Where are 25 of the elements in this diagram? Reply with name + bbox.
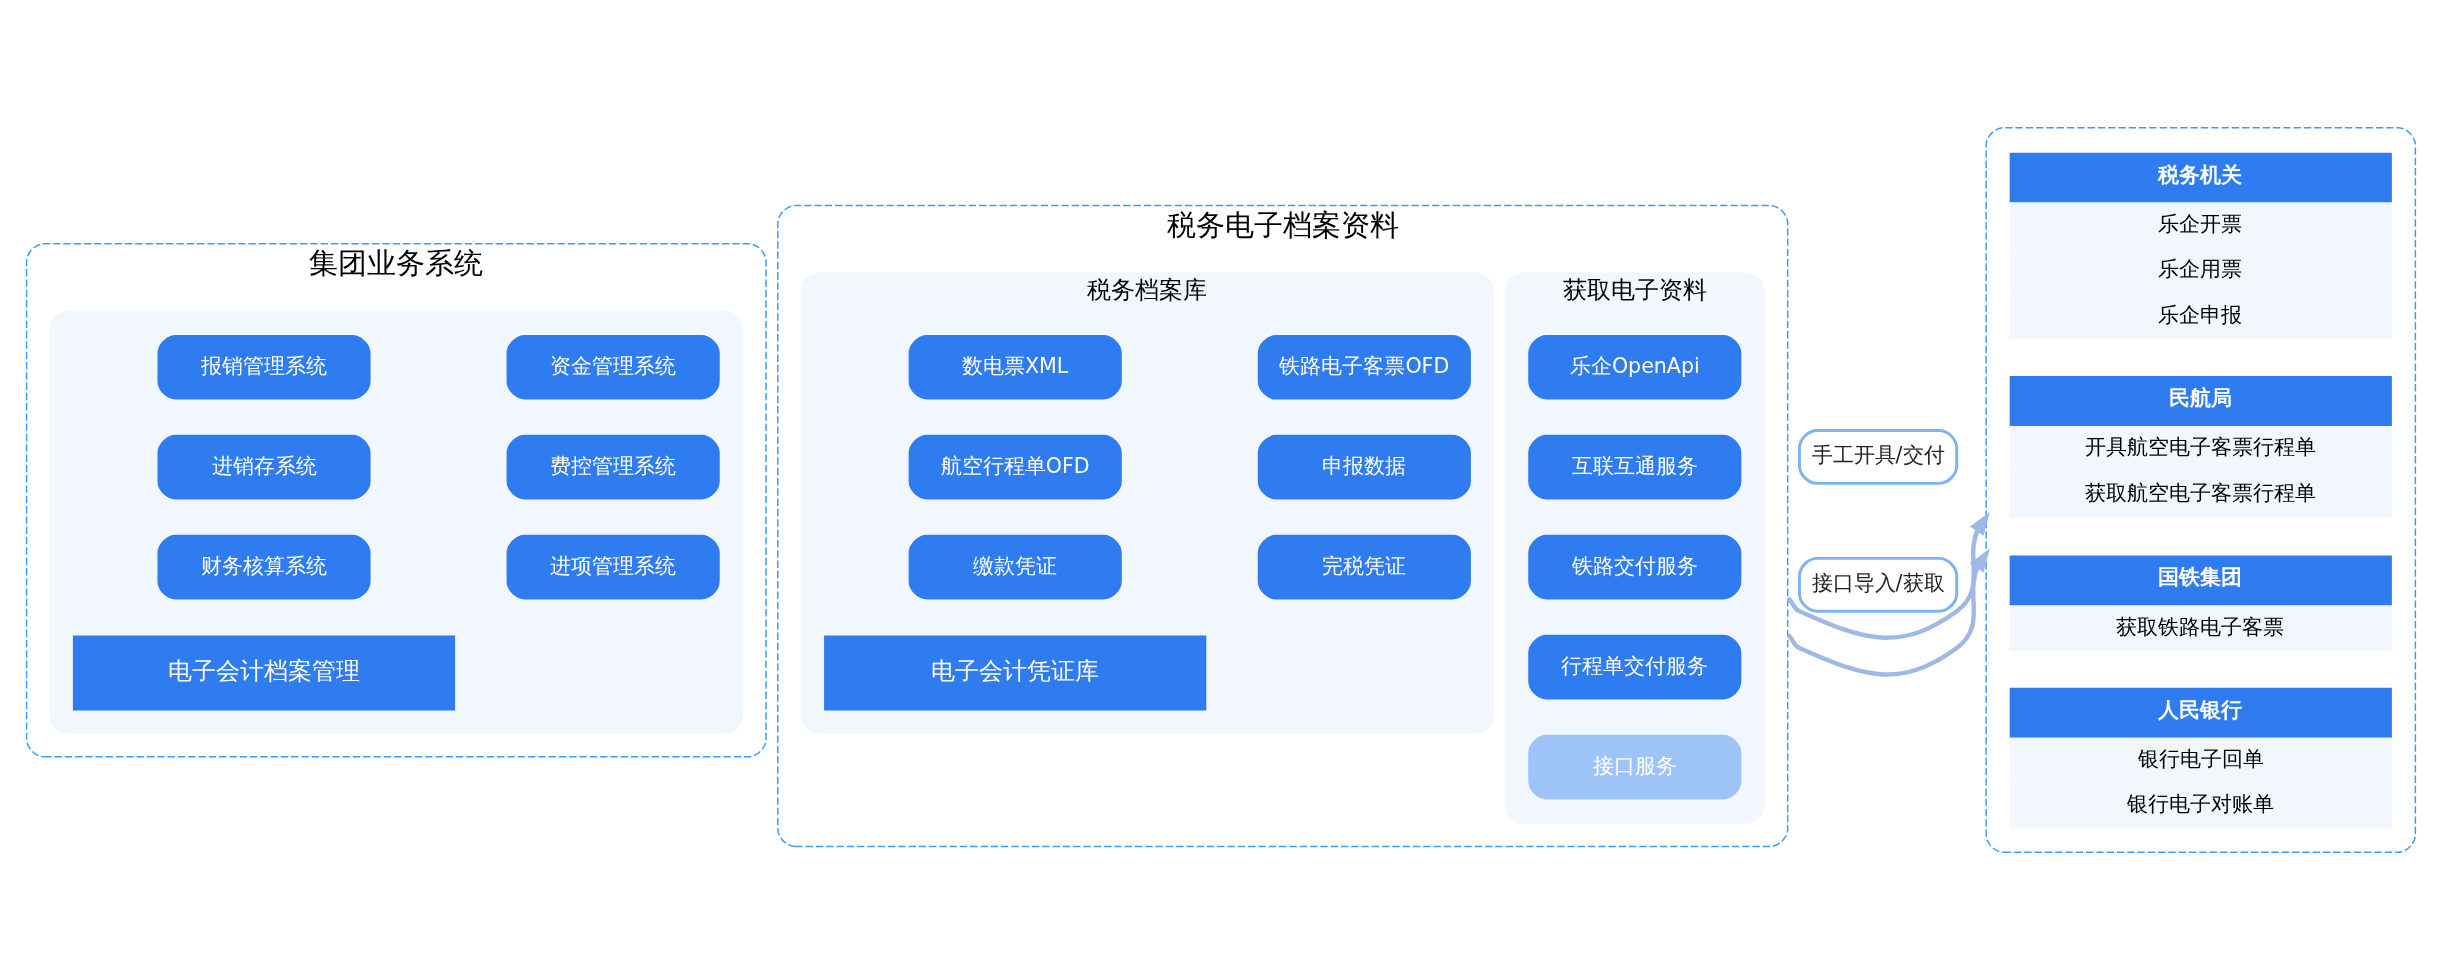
cluster bbox=[1985, 126, 2417, 854]
node-box: 接口导入/获取 bbox=[1798, 556, 1959, 613]
node-box: 铁路交付服务 bbox=[1528, 534, 1742, 600]
node-box: 行程单交付服务 bbox=[1528, 634, 1742, 700]
arrow bbox=[1786, 548, 1990, 677]
node-box: 接口服务 bbox=[1528, 734, 1742, 800]
node-box: 申报数据 bbox=[1257, 434, 1471, 500]
node-box: 报销管理系统 bbox=[157, 334, 371, 400]
node-box: 数电票XML bbox=[908, 334, 1122, 400]
node-box: 资金管理系统 bbox=[506, 334, 720, 400]
node-box: 互联互通服务 bbox=[1528, 434, 1742, 500]
node-box: 进销存系统 bbox=[157, 434, 371, 500]
arrow bbox=[1786, 511, 1990, 640]
cluster bbox=[49, 310, 744, 735]
node-box: 完税凭证 bbox=[1257, 534, 1471, 600]
node-box: 缴款凭证 bbox=[908, 534, 1122, 600]
node-box: 乐企OpenApi bbox=[1528, 334, 1742, 400]
node-box: 费控管理系统 bbox=[506, 434, 720, 500]
node-box: 财务核算系统 bbox=[157, 534, 371, 600]
node-box: 手工开具/交付 bbox=[1798, 429, 1959, 485]
node-box: 进项管理系统 bbox=[506, 534, 720, 600]
node-box: 铁路电子客票OFD bbox=[1257, 334, 1471, 400]
node-box: 电子会计档案管理 bbox=[72, 635, 456, 711]
node-box: 航空行程单OFD bbox=[908, 434, 1122, 500]
node-box: 电子会计凭证库 bbox=[824, 635, 1207, 711]
